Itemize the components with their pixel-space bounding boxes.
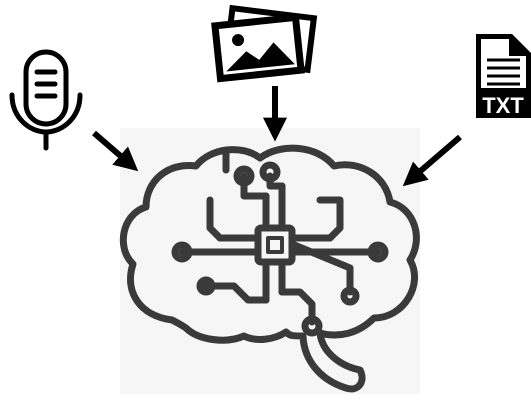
microphone-icon [12, 52, 80, 148]
txt-label: TXT [482, 93, 524, 118]
text-file-icon: TXT [476, 34, 531, 118]
image-icon [211, 5, 317, 83]
